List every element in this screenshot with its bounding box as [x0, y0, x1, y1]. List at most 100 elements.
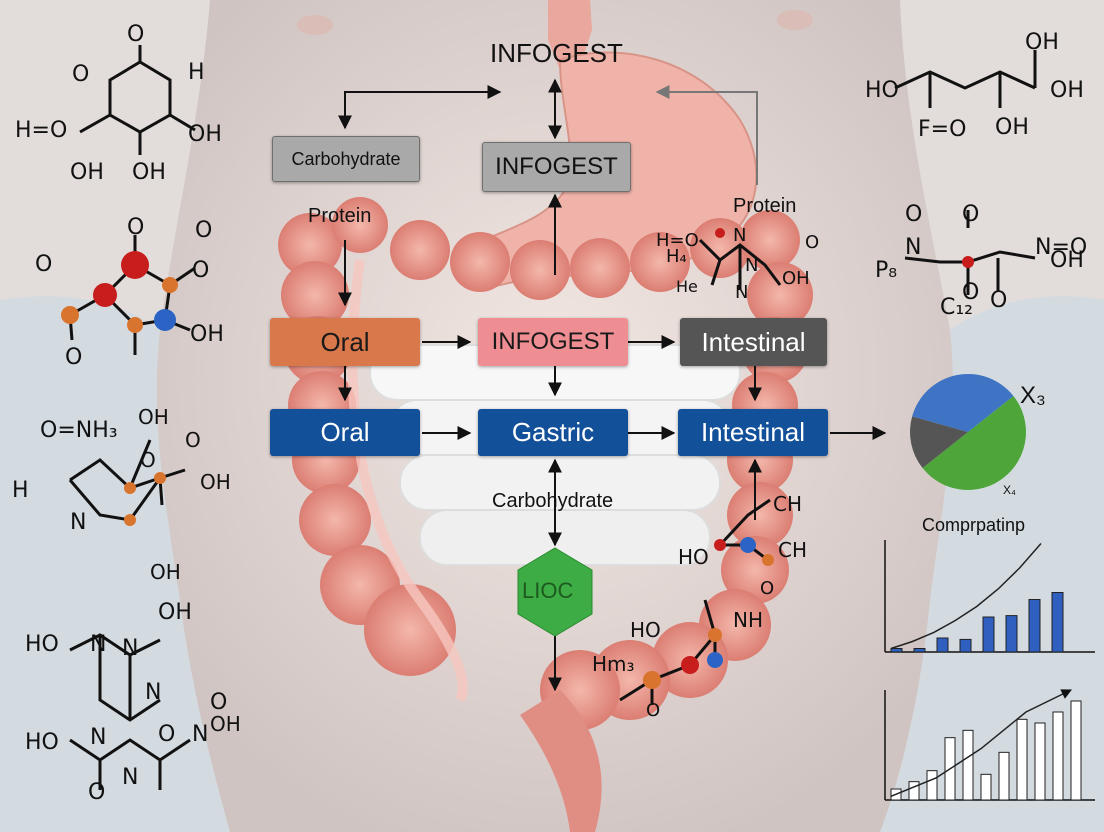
chem-text: H [12, 478, 29, 503]
chem-text: O [185, 428, 201, 452]
chem-text: CH [773, 492, 802, 516]
chem-text: N [145, 680, 161, 705]
chem-text: P₈ [875, 258, 897, 283]
atom-orange [61, 306, 79, 324]
chem-text: O [195, 218, 212, 243]
chem-text: O [127, 215, 144, 240]
atom-blue [154, 309, 176, 331]
bar [927, 771, 937, 800]
chem-text: Hm₃ [592, 652, 635, 676]
chem-text: HO [865, 78, 899, 103]
atom-red [93, 283, 117, 307]
chem-text: OH [138, 405, 169, 429]
bar [999, 752, 1009, 800]
chem-text: HO [630, 618, 661, 642]
chem-text: H [188, 60, 205, 85]
chem-text: O [35, 252, 52, 277]
chem-text: O [140, 448, 156, 472]
diagram-title: INFOGEST [490, 38, 623, 69]
chem-text: O [127, 22, 144, 47]
chem-text: OH [1025, 30, 1059, 55]
gastric-box: Gastric [478, 409, 628, 456]
atom-orange [127, 317, 143, 333]
protein-label-left: Protein [308, 205, 371, 228]
bar [914, 649, 925, 653]
chem-text: NH [733, 608, 763, 632]
chem-text: O [990, 288, 1007, 313]
chem-text: He [676, 277, 698, 296]
chem-text: OH [782, 268, 810, 289]
chem-text: H=O [656, 230, 699, 251]
chem-text: OH [200, 470, 231, 494]
chem-text: OH [70, 160, 104, 185]
oral-box-row1: Oral [270, 318, 420, 366]
bar [1052, 593, 1063, 653]
bar [1017, 719, 1027, 800]
chem-text: OH [210, 712, 241, 736]
atom-orange [162, 277, 178, 293]
bar [983, 617, 994, 652]
chem-text: O [962, 202, 979, 227]
pie-label-x4: X₄ [1003, 483, 1016, 497]
chem-text: N [90, 632, 106, 657]
chem-text: OH [158, 600, 192, 625]
chem-text: O [805, 232, 819, 253]
chem-text: HO [25, 632, 59, 657]
chem-text: N [122, 765, 138, 790]
bar [937, 638, 948, 652]
chem-text: OH [1050, 78, 1084, 103]
atom-red [121, 251, 149, 279]
bar [909, 782, 919, 800]
intestinal-box-row2: Intestinal [678, 409, 828, 456]
protein-label-right: Protein [733, 195, 796, 218]
chem-text: N [733, 225, 746, 246]
oral-box-row2: Oral [270, 409, 420, 456]
bar [1035, 723, 1045, 800]
bar [960, 639, 971, 652]
infogest-box-top: INFOGEST [482, 142, 631, 192]
chem-text: N [90, 725, 106, 750]
carbohydrate-box: Carbohydrate [272, 136, 420, 182]
chem-text: O [72, 62, 89, 87]
chem-text: OH [995, 115, 1029, 140]
pie-chart [910, 374, 1026, 490]
chem-text: OH [188, 122, 222, 147]
chem-text: N [192, 722, 208, 747]
chem-text: HO [25, 730, 59, 755]
chem-text: HO [678, 545, 709, 569]
comparing-label: Comprpatinp [922, 515, 1025, 536]
chem-text: N [745, 255, 758, 276]
chem-text: N [70, 510, 86, 535]
chem-text: OH [150, 560, 181, 584]
pie-label-x3: X₃ [1020, 382, 1046, 410]
chem-text: O=NH₃ [40, 418, 118, 443]
chem-text: CH [778, 538, 807, 562]
bar [981, 774, 991, 800]
chem-text: N [905, 235, 921, 260]
chem-text: O [760, 578, 774, 599]
chem-text: OH [1050, 248, 1084, 273]
hexagon-label: LIOC [522, 578, 573, 604]
chem-text: F=O [918, 117, 966, 142]
bar [891, 649, 902, 653]
chem-text: O [192, 258, 209, 283]
carbohydrate-label-mid: Carbohydrate [492, 490, 613, 513]
chem-text: O [65, 345, 82, 370]
nipple-right [777, 10, 813, 30]
chem-text: O [962, 280, 979, 305]
intestinal-box-row1: Intestinal [680, 318, 827, 366]
chem-text: N [122, 636, 138, 661]
chem-text: N [735, 282, 748, 303]
bar [1071, 701, 1081, 800]
chem-text: O [88, 780, 105, 805]
bar [1006, 616, 1017, 652]
bar [1029, 600, 1040, 653]
chem-text: OH [132, 160, 166, 185]
chem-text: O [646, 700, 660, 721]
infogest-box-row1: INFOGEST [478, 318, 628, 366]
nipple-left [297, 15, 333, 35]
bar [963, 730, 973, 800]
chem-text: OH [190, 322, 224, 347]
chem-text: O [158, 722, 175, 747]
bar [1053, 712, 1063, 800]
